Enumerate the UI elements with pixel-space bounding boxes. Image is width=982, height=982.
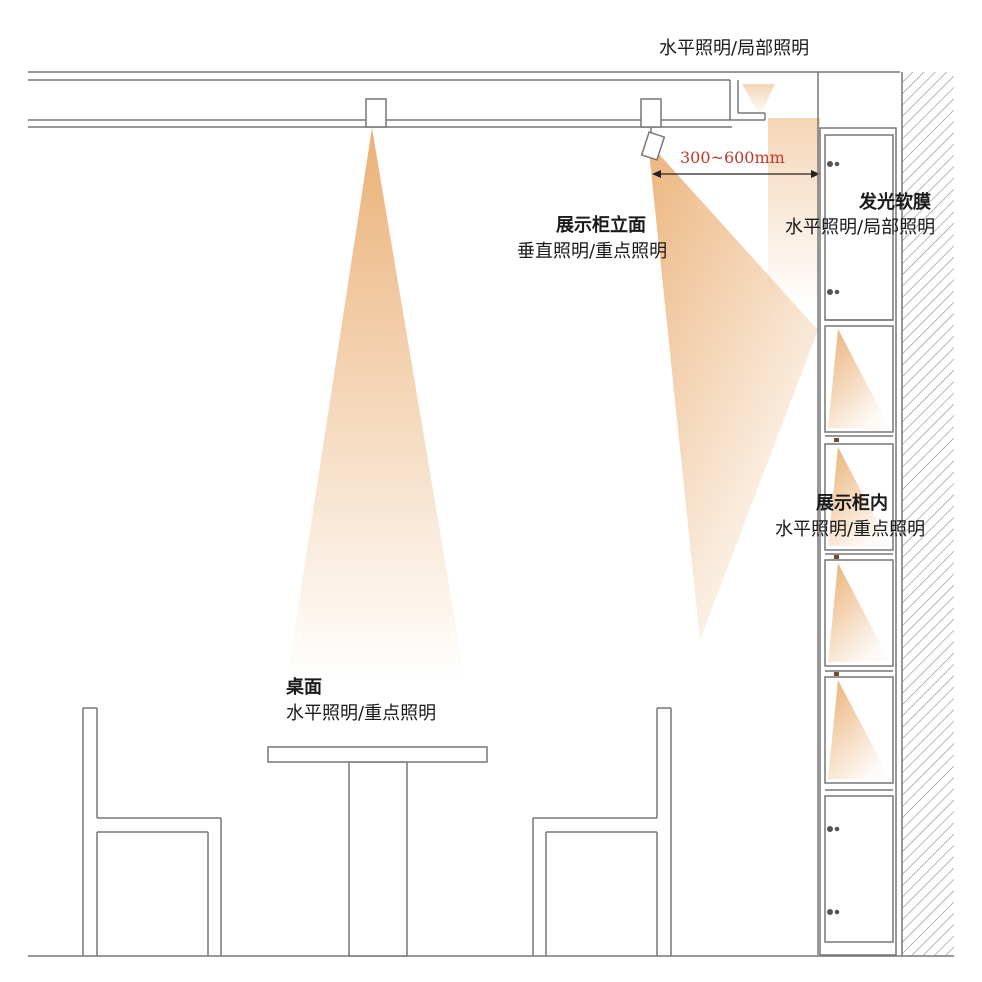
cabinet-face-subtitle: 垂直照明/重点照明 [517,241,668,262]
shelf-light-2 [828,447,890,546]
cabinet-inside-title: 展示柜内 [816,493,888,514]
ceiling-light-label: 水平照明/局部照明 [659,38,810,59]
soft-film-glow [742,84,775,116]
shelf-light-1 [828,329,890,428]
spotlight-fixture [640,98,666,161]
dimension-arrow [652,170,820,178]
cabinet-door-knobs [827,161,840,915]
soft-film-glow-band [768,118,820,308]
dimension-label: 300~600mm [680,148,785,167]
shelf-light-3 [828,563,890,662]
cabinet-face-title: 展示柜立面 [556,215,646,236]
spotlight-beam [648,142,818,640]
cabinet-inside-subtitle: 水平照明/重点照明 [775,519,926,540]
table-title: 桌面 [286,677,322,698]
ceiling [28,71,900,128]
shelf-led-markers [834,438,839,676]
soft-film-title: 发光软膜 [859,192,931,213]
soft-film-subtitle: 水平照明/局部照明 [785,217,936,238]
shelf-light-4 [828,680,890,779]
downlight-fixture [365,98,387,128]
hatched-wall [901,72,954,956]
table-subtitle: 水平照明/重点照明 [286,703,437,724]
left-chair [82,707,222,956]
dining-table [267,746,488,957]
right-chair [532,707,672,956]
downlight-beam [287,128,465,680]
display-cabinet [817,72,897,956]
